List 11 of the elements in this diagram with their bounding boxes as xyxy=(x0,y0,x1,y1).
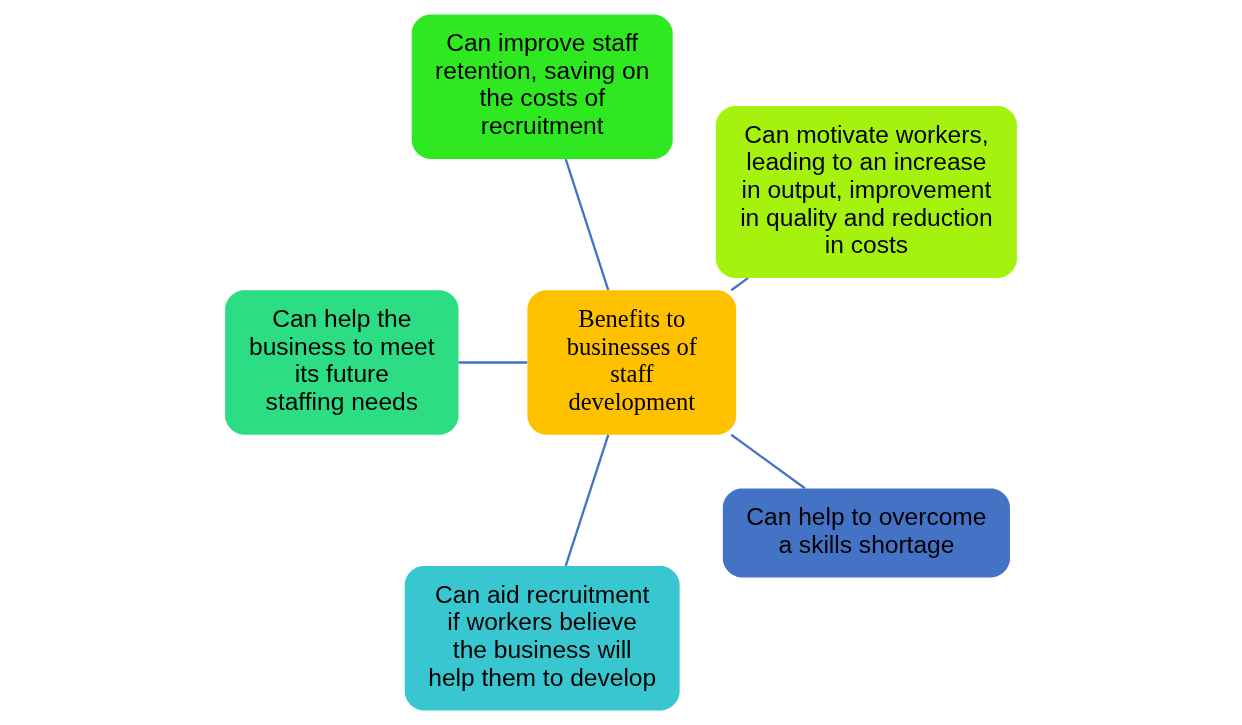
connector xyxy=(564,158,610,291)
node-box: Can aid recruitment if workers believe the business will help them to develop xyxy=(404,566,680,711)
connector xyxy=(564,434,610,567)
node-box: Can help to overcome a skills shortage xyxy=(722,488,1010,578)
connector xyxy=(730,277,749,292)
node-box: Can improve staff retention, saving on the costs of recruitment xyxy=(411,14,673,159)
node-box: Benefits to businesses of staff development xyxy=(527,290,737,435)
connector xyxy=(458,361,528,364)
node-box: Can help the business to meet its future staffing needs xyxy=(225,290,459,435)
node-box: Can motivate workers, leading to an increase in output, improvement in quality and reduction in costs xyxy=(715,106,1017,279)
connector xyxy=(730,433,806,490)
